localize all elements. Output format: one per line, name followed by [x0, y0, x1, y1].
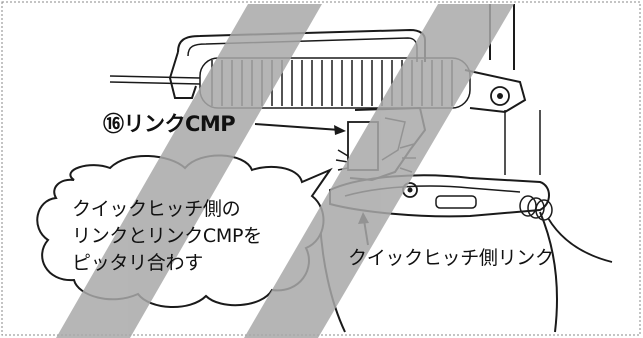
- cable-line: [109, 75, 201, 79]
- part-leader-arrow: [254, 123, 346, 135]
- callout-text: クイックヒッチ側の リンクとリンクCMPを ピッタリ合わす: [72, 196, 262, 277]
- hitch-pin-center: [407, 187, 413, 193]
- hitch-slot: [435, 195, 477, 209]
- pivot-bolt-center: [497, 93, 503, 99]
- hose: [547, 217, 613, 263]
- hitch-side-link-label: クイックヒッチ側リンク: [348, 247, 554, 269]
- watermark-stripes: [56, 4, 514, 338]
- pivot-bolt: [490, 86, 510, 106]
- spring-coil: [519, 195, 553, 221]
- right-bracket: [464, 69, 527, 114]
- callout-line: ピッタリ合わす: [72, 252, 203, 274]
- callout-line: リンクとリンクCMPを: [72, 225, 262, 247]
- handle-left-leg: [168, 51, 197, 99]
- callout-line: クイックヒッチ側の: [72, 198, 241, 220]
- part-label: ⑯リンクCMP: [103, 112, 236, 136]
- cable-line-2: [109, 81, 201, 85]
